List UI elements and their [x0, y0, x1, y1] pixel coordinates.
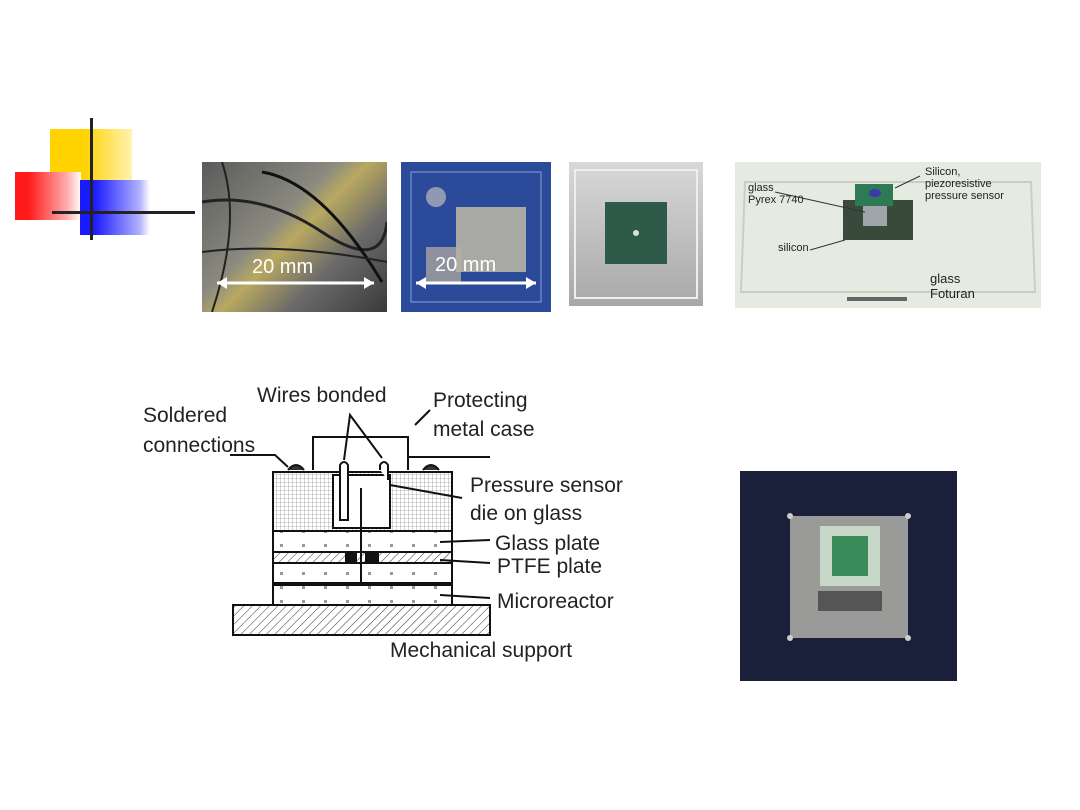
- label-glass-foturan: glass: [930, 271, 961, 286]
- label-die-on-glass: die on glass: [470, 502, 582, 525]
- sensor-cross-section-diagram: Wires bonded Protecting metal case Solde…: [143, 384, 623, 662]
- protecting-metal-case: [312, 436, 409, 470]
- label-silicon-sensor: Silicon,: [925, 166, 961, 178]
- label-glass: glass: [748, 182, 774, 194]
- ptfe-plate: [272, 551, 453, 564]
- label-connections: connections: [143, 434, 255, 457]
- label-wires-bonded: Wires bonded: [257, 384, 387, 407]
- photo-packaged-sensor: [740, 471, 957, 681]
- photo-cracked-glass-chip: 20 mm: [202, 162, 387, 312]
- photo-sensor-on-glass: glass Pyrex 7740 Silicon, piezoresistive…: [735, 162, 1041, 308]
- label-mechanical-support: Mechanical support: [390, 639, 572, 662]
- label-protecting: Protecting: [433, 389, 528, 412]
- label-pressure-sensor: pressure sensor: [925, 190, 1004, 202]
- label-foturan: Foturan: [930, 286, 975, 301]
- decorative-horizontal-line: [52, 211, 195, 214]
- label-pyrex: Pyrex 7740: [748, 194, 804, 206]
- scale-label: 20 mm: [435, 254, 497, 276]
- photo-glass-with-green-die: [569, 162, 703, 306]
- sensor-assembly: [739, 175, 1037, 301]
- label-glass-plate: Glass plate: [495, 532, 600, 555]
- green-die: [574, 169, 698, 299]
- label-silicon: silicon: [778, 242, 809, 254]
- label-ptfe-plate: PTFE plate: [497, 555, 602, 578]
- photo-blue-chip: 20 mm: [401, 162, 551, 312]
- microreactor: [272, 584, 453, 606]
- mechanical-support: [232, 604, 491, 636]
- packaged-sensor-image: [787, 513, 911, 641]
- chip-pattern: [410, 171, 542, 303]
- label-metal-case: metal case: [433, 418, 535, 441]
- label-soldered: Soldered: [143, 404, 227, 427]
- decorative-vertical-line: [90, 118, 93, 240]
- scale-label: 20 mm: [252, 256, 314, 278]
- label-piezoresistive: piezoresistive: [925, 178, 992, 190]
- label-pressure-sensor: Pressure sensor: [470, 474, 623, 497]
- crack-lines: [202, 162, 387, 312]
- glass-plate: [272, 530, 453, 553]
- label-microreactor: Microreactor: [497, 590, 614, 613]
